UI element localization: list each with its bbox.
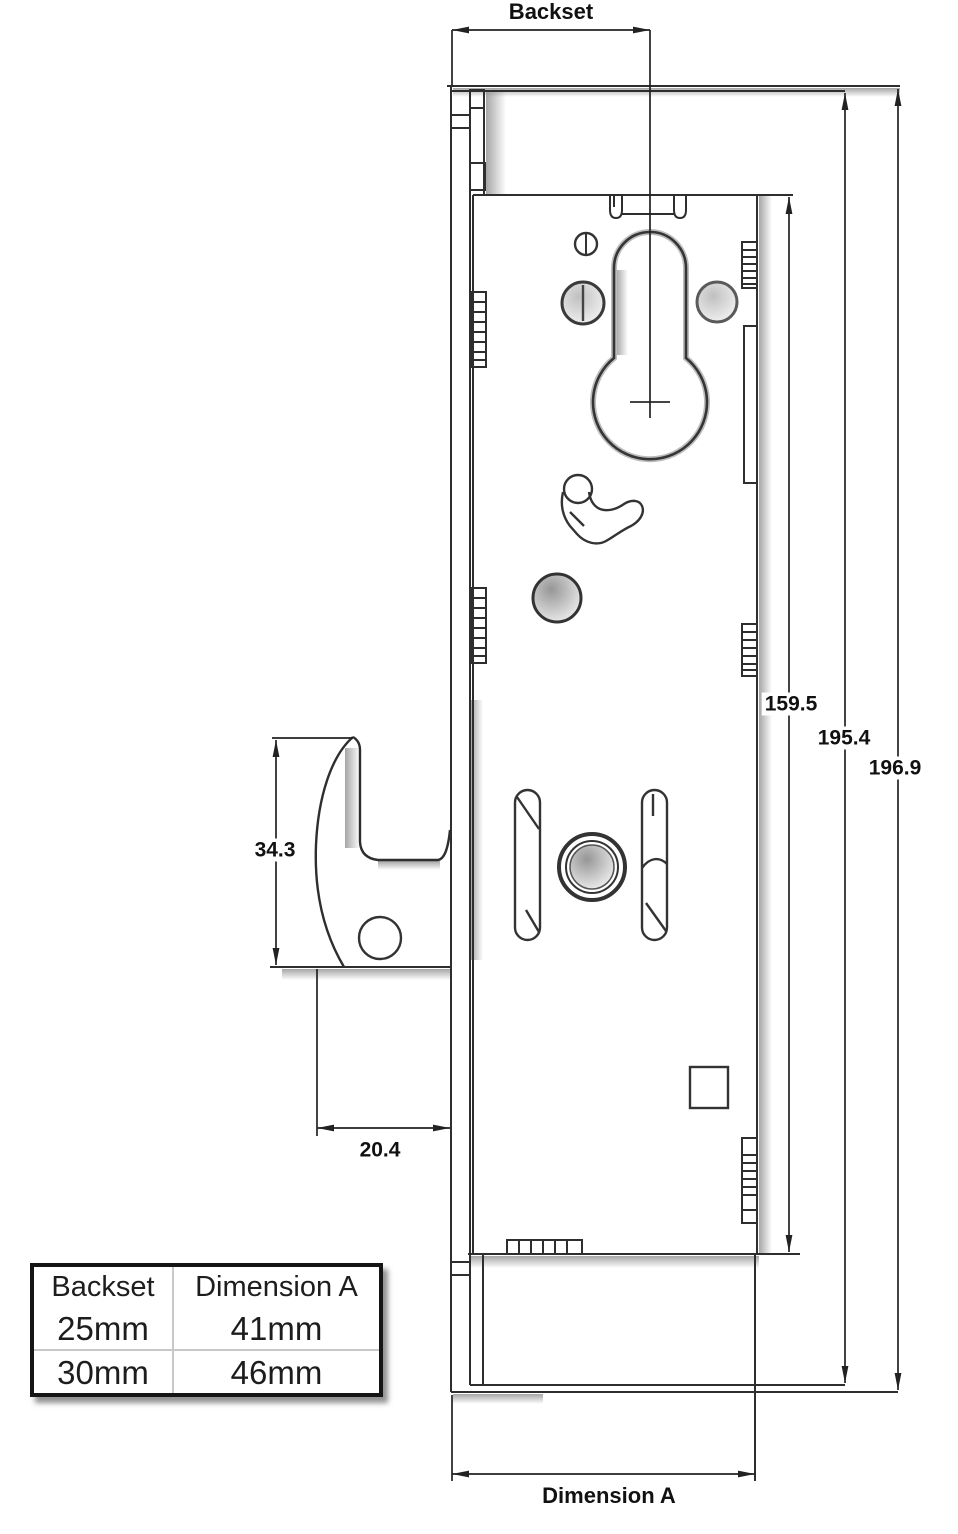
cam-lever [560, 473, 645, 545]
dimension-arrows [272, 26, 902, 1478]
overall-length-outer-dimension-label: 196.9 [865, 756, 925, 780]
middle-hole [531, 572, 583, 624]
table-cell-dima-41: 41mm [230, 1309, 323, 1347]
table-header-dimension-a: Dimension A [195, 1270, 358, 1303]
square-hole [688, 1065, 730, 1110]
lock-case [468, 194, 800, 1481]
table-cell-dima-46: 46mm [174, 1349, 379, 1393]
top-tab-cutout [609, 196, 687, 220]
table-cell-backset-30: 30mm [34, 1349, 174, 1393]
upper-holes [560, 231, 739, 326]
spindle-area [513, 788, 669, 942]
backset-dimension-table: Backset Dimension A 25mm 41mm 30mm 46mm [30, 1263, 383, 1397]
dimension-a-label: Dimension A [539, 1484, 679, 1508]
backset-dimension-label: Backset [505, 0, 597, 24]
table-cell-backset-25: 25mm [34, 1307, 174, 1349]
shading [282, 88, 900, 1404]
table-header-backset: Backset [34, 1267, 174, 1307]
hook-projection-dimension-label: 20.4 [356, 1138, 404, 1162]
hook-bolt [270, 735, 452, 968]
serrated-blocks [470, 241, 758, 1255]
overall-length-inner-dimension-label: 195.4 [814, 726, 874, 750]
case-length-dimension-label: 159.5 [761, 692, 821, 716]
hook-height-dimension-label: 34.3 [251, 838, 299, 862]
